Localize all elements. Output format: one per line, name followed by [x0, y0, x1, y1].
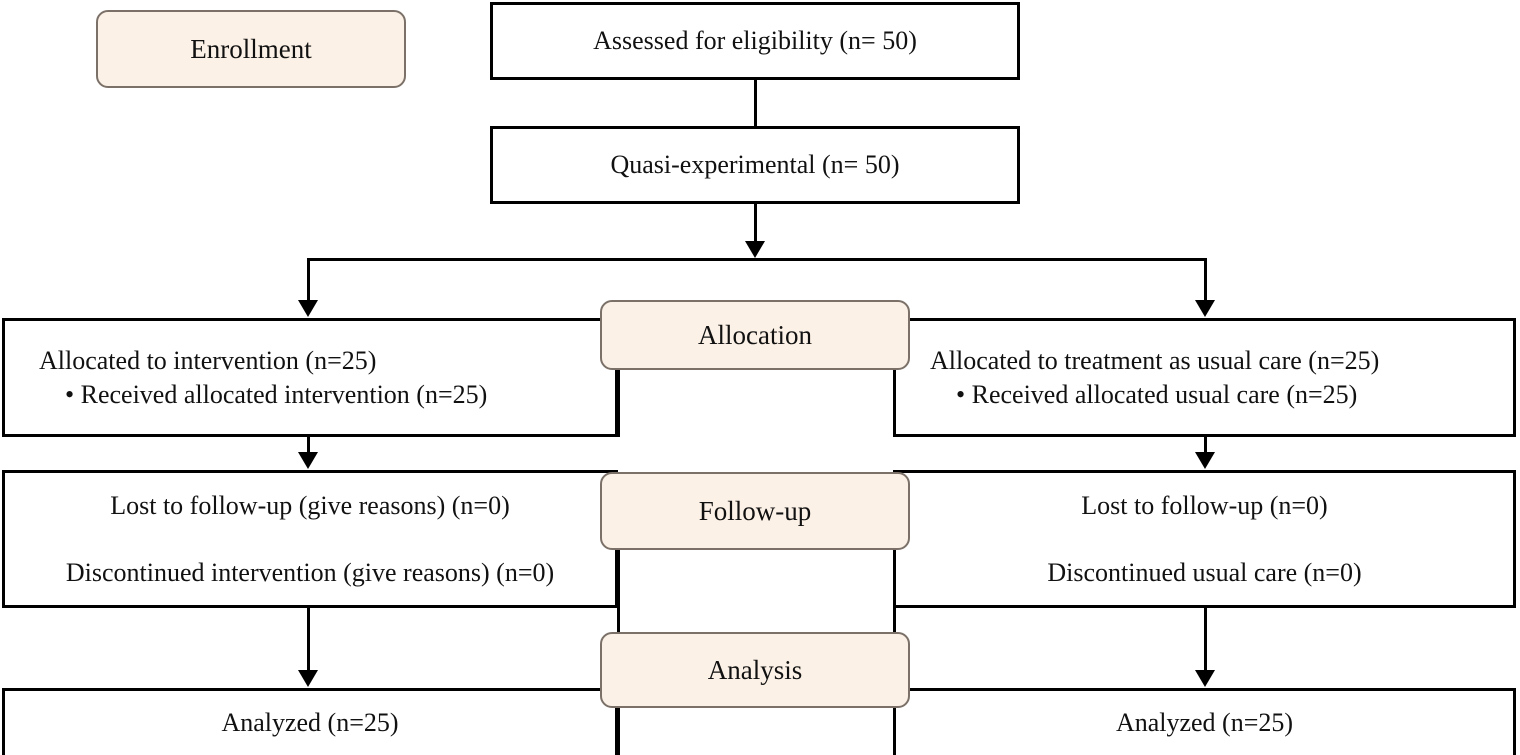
node-analyzed-left-text: Analyzed (n=25) [221, 708, 399, 738]
allocation-left-line-2: • Received allocated intervention (n=25) [65, 379, 488, 409]
allocation-left-line-1: Allocated to intervention (n=25) [39, 346, 377, 376]
stage-label-allocation-text: Allocation [698, 319, 812, 350]
connector-follow-to-analysis-left [307, 608, 310, 671]
followup-left-line-2: Discontinued intervention (give reasons)… [65, 557, 555, 587]
allocation-right-line-1: Allocated to treatment as usual care (n=… [930, 346, 1380, 376]
node-assessed-for-eligibility-text: Assessed for eligibility (n= 50) [593, 26, 917, 56]
followup-right-line-2: Discontinued usual care (n=0) [1047, 557, 1362, 587]
connector-alloc-to-follow-right [1204, 437, 1207, 453]
connector-split-bar [307, 258, 1207, 261]
stage-label-followup: Follow-up [600, 472, 910, 550]
node-assessed-for-eligibility: Assessed for eligibility (n= 50) [490, 2, 1020, 80]
followup-right-line-1: Lost to follow-up (n=0) [1081, 491, 1328, 521]
connector-split-to-alloc-right [1204, 258, 1207, 302]
stage-label-analysis: Analysis [600, 632, 910, 708]
node-followup-right: Lost to follow-up (n=0) Discontinued usu… [893, 470, 1516, 608]
stage-label-enrollment: Enrollment [96, 10, 406, 88]
allocation-right-line-2: • Received allocated usual care (n=25) [956, 379, 1358, 409]
arrowhead-alloc-to-follow-left [298, 452, 318, 469]
connector-assessed-to-design [754, 80, 757, 126]
stage-label-allocation: Allocation [600, 300, 910, 370]
node-analyzed-right-text: Analyzed (n=25) [1115, 708, 1294, 738]
node-analyzed-right: Analyzed (n=25) [893, 688, 1516, 755]
node-allocation-left-text: Allocated to intervention (n=25) • Recei… [5, 311, 615, 444]
node-study-design-text: Quasi-experimental (n= 50) [610, 150, 900, 180]
node-followup-right-text: Lost to follow-up (n=0) Discontinued usu… [1037, 456, 1371, 622]
node-analyzed-left: Analyzed (n=25) [2, 688, 618, 755]
connector-center-left-followup [617, 550, 620, 608]
node-followup-left: Lost to follow-up (give reasons) (n=0) D… [2, 470, 618, 608]
connector-center-left-analysis [617, 688, 620, 755]
node-study-design: Quasi-experimental (n= 50) [490, 126, 1020, 204]
node-followup-left-text: Lost to follow-up (give reasons) (n=0) D… [56, 456, 564, 622]
connector-split-to-alloc-left [307, 258, 310, 302]
arrowhead-follow-to-analysis-left [298, 670, 318, 687]
node-allocation-right: Allocated to treatment as usual care (n=… [893, 318, 1516, 437]
connector-center-right-analysis-top [893, 608, 896, 634]
connector-center-left-analysis-top [617, 608, 620, 634]
stage-label-analysis-text: Analysis [707, 654, 803, 685]
stage-label-enrollment-text: Enrollment [190, 33, 312, 64]
connector-design-to-split [754, 204, 757, 242]
node-allocation-left: Allocated to intervention (n=25) • Recei… [2, 318, 618, 437]
arrowhead-split-to-alloc-right [1195, 300, 1215, 317]
followup-left-line-1: Lost to follow-up (give reasons) (n=0) [110, 491, 510, 521]
arrowhead-design-to-split [745, 241, 765, 258]
stage-label-followup-text: Follow-up [698, 495, 812, 526]
arrowhead-follow-to-analysis-right [1195, 670, 1215, 687]
connector-follow-to-analysis-right [1204, 608, 1207, 671]
connector-alloc-to-follow-left [307, 437, 310, 453]
arrowhead-alloc-to-follow-right [1195, 452, 1215, 469]
arrowhead-split-to-alloc-left [298, 300, 318, 317]
connector-center-left-allocation [617, 370, 620, 437]
node-allocation-right-text: Allocated to treatment as usual care (n=… [896, 311, 1513, 444]
